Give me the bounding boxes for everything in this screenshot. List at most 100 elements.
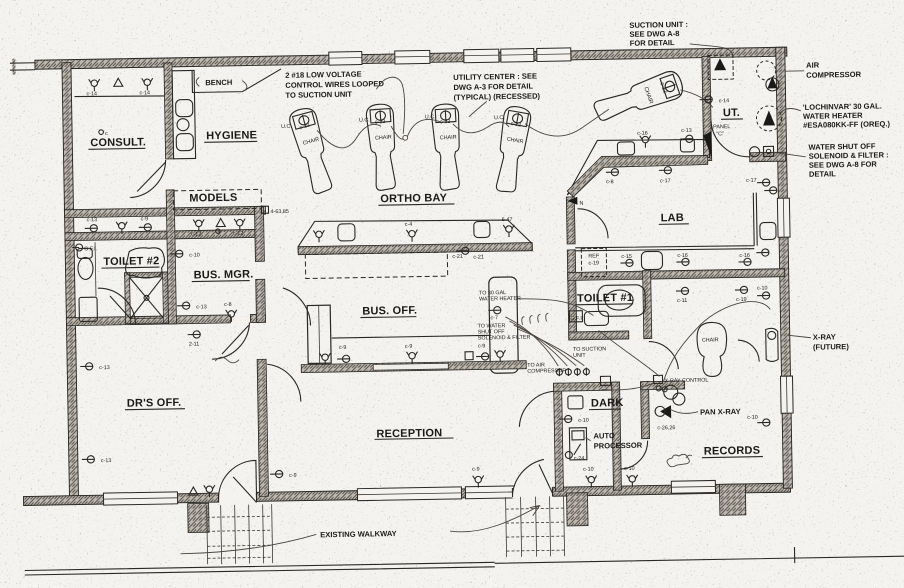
svg-text:c-9: c-9 [478, 343, 486, 349]
svg-text:#ESA080KK-FF (OREQ.): #ESA080KK-FF (OREQ.) [803, 119, 891, 130]
svg-text:U.C.: U.C. [281, 124, 292, 130]
svg-text:SEE DWG A-8: SEE DWG A-8 [629, 29, 679, 39]
svg-text:U.C.: U.C. [425, 114, 436, 120]
svg-text:ORTHO BAY: ORTHO BAY [380, 192, 447, 205]
svg-text:CHAIR: CHAIR [702, 337, 719, 343]
svg-text:COMPRESSOR: COMPRESSOR [527, 368, 566, 375]
svg-text:c-7: c-7 [490, 315, 498, 321]
svg-text:PAN X-RAY: PAN X-RAY [700, 407, 741, 417]
svg-text:c-9: c-9 [289, 473, 297, 479]
svg-text:RECORDS: RECORDS [704, 445, 761, 458]
svg-text:c-15: c-15 [621, 254, 632, 260]
svg-text:AIR: AIR [806, 61, 820, 70]
svg-text:4-63,85: 4-63,85 [270, 209, 288, 215]
svg-text:X-RAY CONTROL: X-RAY CONTROL [665, 378, 709, 385]
svg-text:c-17: c-17 [746, 178, 757, 184]
svg-text:N: N [579, 201, 583, 207]
svg-text:U.C.: U.C. [359, 117, 370, 123]
svg-text:U.C.: U.C. [494, 115, 505, 121]
svg-text:TO 30 GAL: TO 30 GAL [479, 290, 506, 296]
svg-text:DETAIL: DETAIL [809, 169, 836, 178]
svg-text:REF: REF [588, 253, 600, 259]
svg-text:c-21: c-21 [452, 254, 463, 260]
svg-text:SOLENOID & FILTER: SOLENOID & FILTER [478, 335, 531, 342]
svg-text:TOILET #2: TOILET #2 [103, 255, 159, 268]
svg-text:UNIT: UNIT [573, 353, 586, 359]
svg-text:c-17: c-17 [660, 178, 671, 184]
svg-text:c-16: c-16 [677, 253, 688, 259]
svg-text:TO SUCTION: TO SUCTION [573, 346, 606, 353]
svg-text:'LOCHINVAR' 30 GAL.: 'LOCHINVAR' 30 GAL. [803, 101, 882, 111]
svg-text:c-13: c-13 [681, 128, 692, 134]
svg-text:c-12: c-12 [191, 231, 202, 237]
svg-text:COMPRESSOR: COMPRESSOR [806, 70, 862, 80]
svg-text:c-10: c-10 [624, 466, 635, 472]
svg-text:c-24: c-24 [574, 456, 585, 462]
svg-text:UT.: UT. [723, 107, 740, 119]
svg-text:SUCTION UNIT :: SUCTION UNIT : [629, 20, 688, 30]
svg-text:BUS. MGR.: BUS. MGR. [194, 268, 254, 281]
svg-text:(TYPICAL) (RECESSED): (TYPICAL) (RECESSED) [453, 91, 540, 102]
svg-text:c-10: c-10 [189, 252, 200, 258]
svg-text:SEE DWG A-8 FOR: SEE DWG A-8 FOR [809, 160, 878, 170]
svg-text:(FUTURE): (FUTURE) [813, 342, 849, 352]
svg-text:DARK: DARK [591, 397, 624, 410]
svg-text:c-12: c-12 [233, 231, 244, 237]
svg-text:c-9: c-9 [405, 344, 413, 350]
svg-text:TO SUCTION UNIT: TO SUCTION UNIT [285, 90, 352, 100]
svg-text:c-16: c-16 [739, 253, 750, 259]
svg-text:DR'S OFF.: DR'S OFF. [127, 397, 182, 410]
svg-text:AUTO: AUTO [593, 431, 615, 440]
svg-text:c-11: c-11 [677, 298, 687, 304]
svg-text:c-4: c-4 [405, 222, 413, 228]
svg-text:c-14: c-14 [86, 91, 97, 97]
svg-text:WATER HEATER: WATER HEATER [803, 111, 863, 121]
svg-text:c-14: c-14 [719, 98, 730, 104]
svg-text:c-14: c-14 [139, 90, 150, 96]
svg-text:PROCESSOR: PROCESSOR [594, 441, 643, 451]
svg-text:G.F.I.: G.F.I. [570, 316, 583, 322]
svg-text:EXISTING WALKWAY: EXISTING WALKWAY [320, 529, 397, 539]
svg-text:PANEL: PANEL [713, 124, 730, 130]
svg-text:SHUT OFF: SHUT OFF [478, 329, 506, 335]
svg-text:SOLENOID & FILTER :: SOLENOID & FILTER : [809, 150, 889, 160]
svg-text:CONSULT.: CONSULT. [90, 136, 146, 149]
svg-text:c-10: c-10 [747, 415, 758, 421]
svg-text:c-26,26: c-26,26 [657, 425, 675, 431]
svg-text:c-10: c-10 [578, 418, 589, 424]
svg-text:c-13: c-13 [87, 217, 98, 223]
svg-text:c-19: c-19 [736, 297, 747, 303]
svg-text:c-21: c-21 [473, 254, 484, 260]
svg-text:X-RAY: X-RAY [813, 332, 836, 341]
svg-text:c-16: c-16 [637, 131, 648, 137]
svg-text:WATER SHUT OFF: WATER SHUT OFF [808, 142, 875, 152]
svg-text:2 #18 LOW VOLTAGE: 2 #18 LOW VOLTAGE [285, 70, 362, 80]
svg-text:LAB: LAB [661, 212, 684, 224]
svg-text:TO WATER: TO WATER [478, 323, 506, 329]
svg-text:CONTROL WIRES LOOPED: CONTROL WIRES LOOPED [285, 79, 384, 90]
svg-text:BUS. OFF.: BUS. OFF. [362, 305, 417, 318]
svg-text:DWG A-3 FOR DETAIL: DWG A-3 FOR DETAIL [453, 82, 533, 92]
svg-text:c-10: c-10 [757, 285, 768, 291]
svg-text:BENCH: BENCH [205, 78, 232, 87]
svg-text:WATER HEATER: WATER HEATER [479, 296, 521, 303]
svg-text:FOR DETAIL: FOR DETAIL [630, 38, 676, 48]
svg-text:c-8: c-8 [606, 179, 614, 185]
svg-text:c: c [105, 131, 108, 137]
svg-text:c-13: c-13 [99, 365, 110, 371]
svg-text:c-13: c-13 [196, 304, 207, 310]
svg-text:G.F.I.: G.F.I. [84, 246, 97, 252]
svg-text:c-9: c-9 [141, 216, 149, 222]
svg-text:c-8: c-8 [224, 302, 232, 308]
svg-text:TO AIR: TO AIR [527, 362, 545, 368]
svg-text:2-11: 2-11 [189, 341, 199, 347]
svg-text:c-19: c-19 [588, 260, 599, 266]
svg-text:c-9: c-9 [472, 467, 480, 473]
svg-text:c-10: c-10 [583, 467, 594, 473]
svg-text:"C": "C" [716, 131, 724, 137]
svg-text:6-47: 6-47 [502, 217, 513, 223]
svg-text:UTILITY CENTER : SEE: UTILITY CENTER : SEE [453, 71, 537, 81]
svg-text:RECEPTION: RECEPTION [376, 427, 442, 440]
svg-text:c-13: c-13 [101, 458, 112, 464]
svg-text:c-9: c-9 [339, 345, 347, 351]
